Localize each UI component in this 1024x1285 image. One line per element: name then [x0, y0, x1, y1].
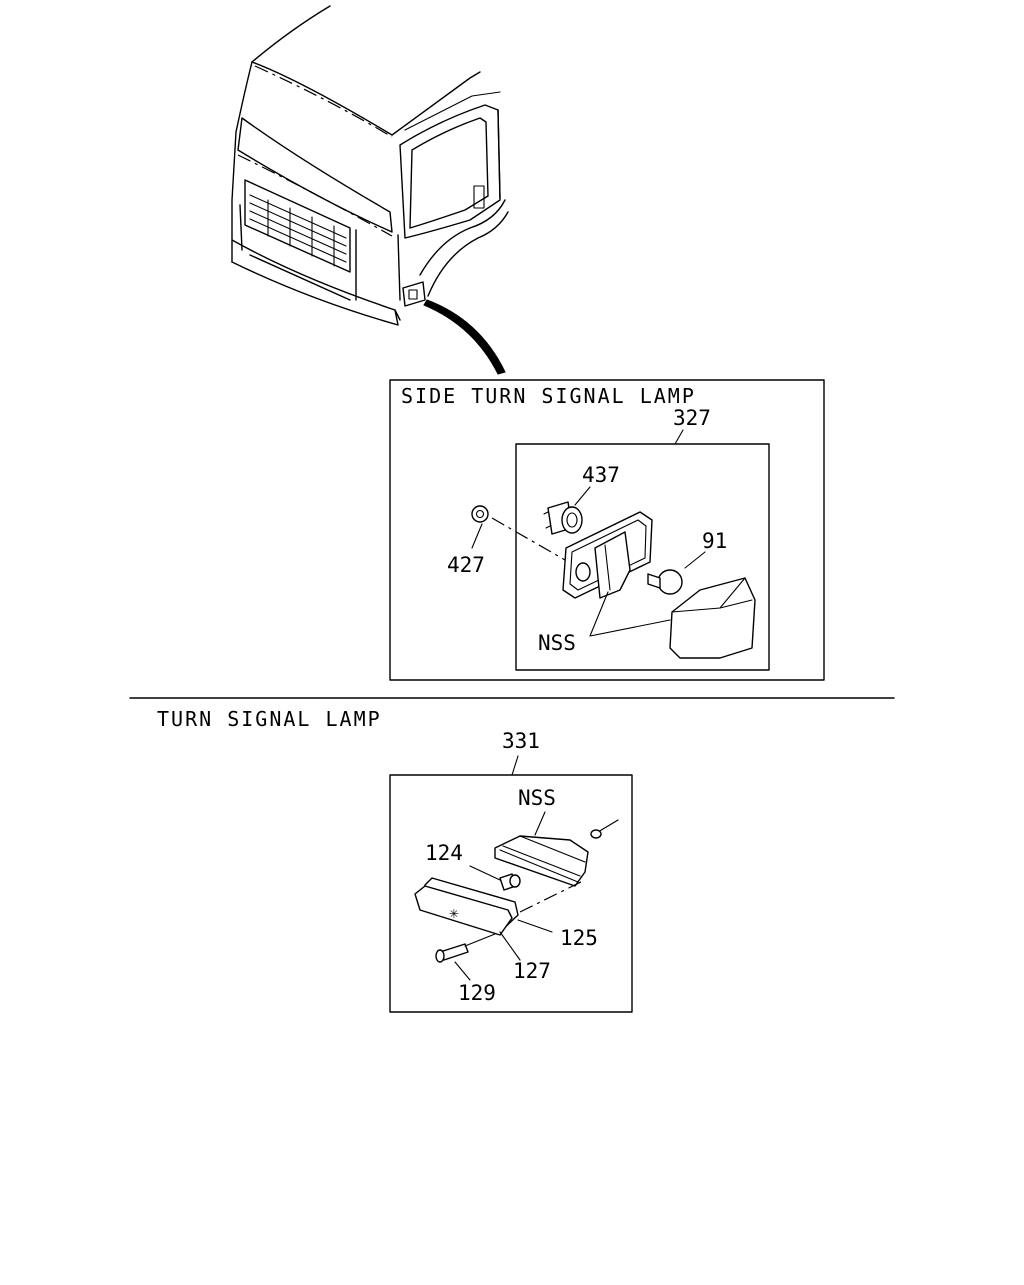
callout-side-assembly: 327 [673, 406, 711, 430]
turn-lamp-assembly-frame [389, 774, 633, 1013]
callout-front-bulb: 124 [425, 841, 463, 865]
callout-front-assembly: 331 [502, 729, 540, 753]
clip-part [471, 505, 489, 523]
callout-front-lens: 127 [513, 959, 551, 983]
side-lamp-outer-frame [389, 379, 825, 681]
truck-cab-illustration [231, 5, 509, 375]
front-lamp-lens: ✳ [414, 885, 513, 936]
callout-side-nss: NSS [538, 631, 576, 655]
socket-part [543, 501, 583, 535]
front-lamp-housing [494, 835, 589, 887]
callout-front-gasket: 125 [560, 926, 598, 950]
bulb-part [647, 569, 683, 595]
callout-front-nss: NSS [518, 786, 556, 810]
side-lamp-housing [562, 511, 653, 599]
turn-signal-lamp-panel: TURN SIGNAL LAMP 331 NSS 124 ✳ [157, 707, 633, 1013]
turn-lamp-section-title: TURN SIGNAL LAMP [157, 707, 382, 731]
housing-screw-part [590, 819, 619, 839]
lens-mark-glyph: ✳ [449, 903, 459, 922]
side-lamp-section-title: SIDE TURN SIGNAL LAMP [401, 384, 696, 408]
front-bulb-part [499, 873, 521, 891]
callout-side-bulb: 91 [702, 529, 727, 553]
callout-side-clip: 427 [447, 553, 485, 577]
lens-screw-part [435, 933, 496, 963]
side-lamp-assembly-frame [515, 443, 770, 671]
callout-front-screw: 129 [458, 981, 496, 1005]
callout-side-socket: 437 [582, 463, 620, 487]
side-turn-signal-lamp-panel: SIDE TURN SIGNAL LAMP 327 437 427 [389, 379, 825, 681]
grille-slats [249, 194, 347, 267]
side-lamp-lens [669, 577, 756, 659]
